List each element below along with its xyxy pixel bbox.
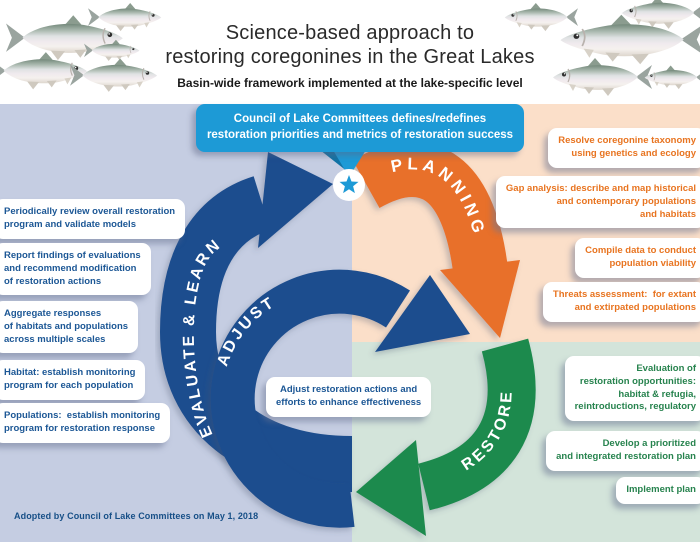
page-title-line2: restoring coregonines in the Great Lakes: [165, 45, 535, 68]
footer-note: Adopted by Council of Lake Committees on…: [14, 511, 259, 521]
evaluate-item: Populations: establish monitoring progra…: [0, 403, 171, 443]
callout-text: Council of Lake Committees defines/redef…: [206, 113, 514, 141]
evaluate-item: Report findings of evaluations and recom…: [0, 243, 151, 296]
evaluate-learn-arrow: [159, 152, 353, 492]
evaluate-item: Periodically review overall restoration …: [0, 199, 186, 239]
restore-item: Develop a prioritized and integrated res…: [546, 431, 700, 471]
page-title-line1: Science-based approach to: [225, 22, 475, 44]
restore-item: Evaluation of restoration opportunities:…: [564, 356, 700, 422]
planning-item: Gap analysis: describe and map historica…: [495, 176, 700, 229]
evaluate-item: Habitat: establish monitoring program fo…: [0, 360, 146, 400]
adjust-note-box: Adjust restoration actions and efforts t…: [266, 377, 432, 417]
page-subtitle: Basin-wide framework implemented at the …: [177, 76, 523, 91]
planning-item: Compile data to conduct population viabi…: [575, 238, 700, 278]
restore-item: Implement plan: [616, 477, 700, 504]
restore-arrowhead: [356, 440, 426, 536]
star-icon: [339, 175, 359, 194]
adjust-arrowhead: [375, 275, 470, 352]
callout-tail: [320, 150, 366, 177]
callout-bubble: Council of Lake Committees defines/redef…: [196, 104, 524, 152]
planning-item: Threats assessment: for extant and extir…: [542, 282, 700, 322]
page-header: Science-based approach to restoring core…: [0, 22, 700, 90]
evaluate-learn-arrowhead: [258, 152, 333, 248]
planning-item: Resolve coregonine taxonomy using geneti…: [548, 128, 700, 168]
planning-arrowhead: [440, 260, 520, 338]
adjust-arrow: [210, 269, 470, 528]
planning-arrow: [352, 142, 520, 338]
restore-arrow: [356, 338, 536, 536]
star-badge: [333, 169, 365, 201]
evaluate-item: Aggregate responses of habitats and popu…: [0, 301, 139, 354]
